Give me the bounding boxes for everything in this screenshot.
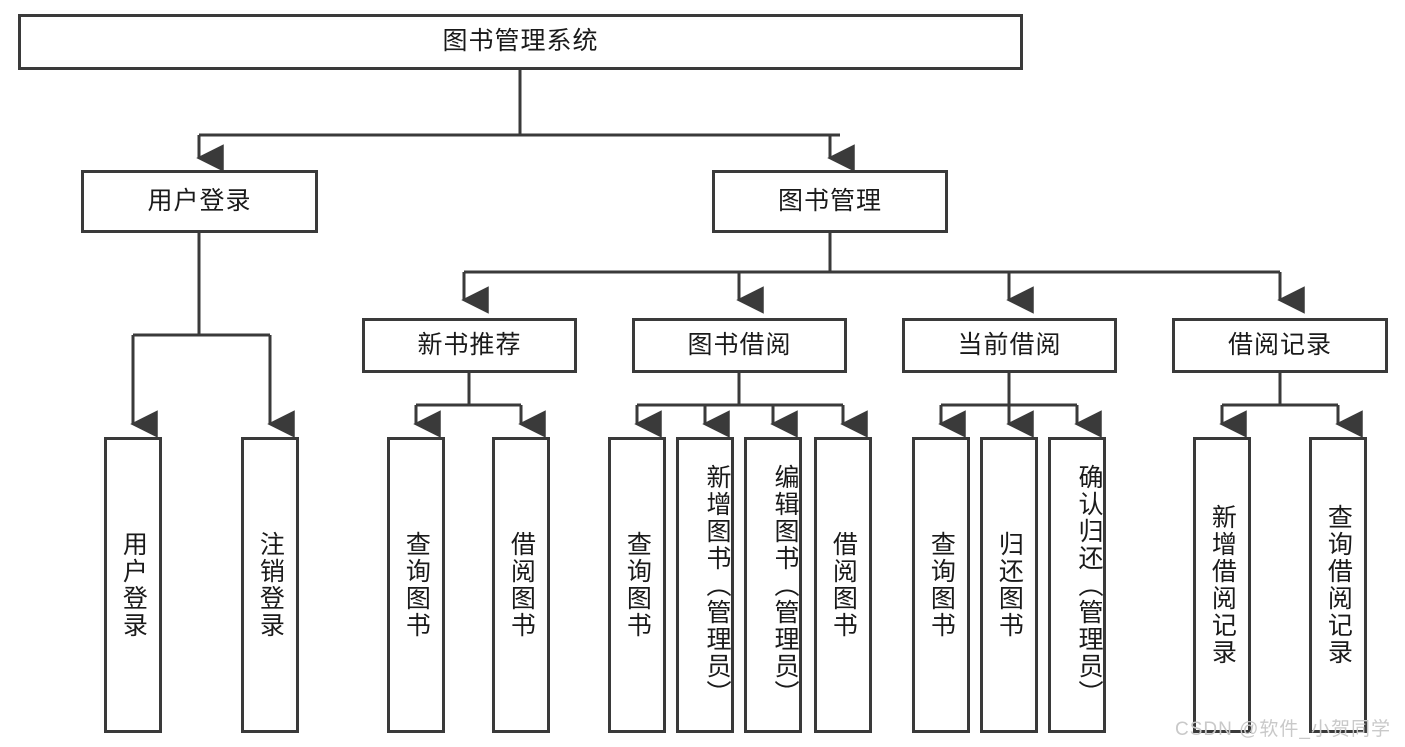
- leaf-borrow-book-recommend[interactable]: 借阅图书: [492, 437, 550, 733]
- node-label: 查询图书: [623, 531, 652, 639]
- leaf-user-login[interactable]: 用户登录: [104, 437, 162, 733]
- node-label: 用户登录: [147, 186, 252, 215]
- node-new-book-recommend[interactable]: 新书推荐: [362, 318, 577, 373]
- node-label: 当前借阅: [957, 330, 1062, 359]
- node-label: 查询图书: [927, 531, 956, 639]
- node-label: 查询借阅记录: [1324, 504, 1353, 666]
- node-label: 借阅记录: [1227, 330, 1332, 359]
- node-user-login[interactable]: 用户登录: [81, 170, 318, 233]
- leaf-borrow-book[interactable]: 借阅图书: [814, 437, 872, 733]
- leaf-query-book-current[interactable]: 查询图书: [912, 437, 970, 733]
- node-label: 新增借阅记录: [1208, 504, 1237, 666]
- node-label: 借阅图书: [507, 531, 536, 639]
- leaf-confirm-return[interactable]: 确认归还（管理员）: [1048, 437, 1106, 733]
- leaf-add-book[interactable]: 新增图书（管理员）: [676, 437, 734, 733]
- leaf-query-book-borrow[interactable]: 查询图书: [608, 437, 666, 733]
- node-book-borrow[interactable]: 图书借阅: [632, 318, 847, 373]
- node-label: 查询图书: [402, 531, 431, 639]
- node-label: 新书推荐: [417, 330, 522, 359]
- node-book-management-system[interactable]: 图书管理系统: [18, 14, 1023, 70]
- leaf-return-book[interactable]: 归还图书: [980, 437, 1038, 733]
- leaf-logout-login[interactable]: 注销登录: [241, 437, 299, 733]
- node-label: 注销登录: [256, 531, 285, 639]
- node-label: 借阅图书: [829, 531, 858, 639]
- leaf-query-borrow-record[interactable]: 查询借阅记录: [1309, 437, 1367, 733]
- leaf-query-book-recommend[interactable]: 查询图书: [387, 437, 445, 733]
- node-label: 新增图书（管理员）: [703, 463, 731, 707]
- leaf-edit-book[interactable]: 编辑图书（管理员）: [744, 437, 802, 733]
- node-label: 归还图书: [995, 531, 1024, 639]
- node-current-borrow[interactable]: 当前借阅: [902, 318, 1117, 373]
- node-label: 确认归还（管理员）: [1075, 463, 1103, 707]
- node-label: 图书借阅: [687, 330, 792, 359]
- node-label: 图书管理: [777, 186, 882, 215]
- node-book-management[interactable]: 图书管理: [712, 170, 948, 233]
- leaf-add-borrow-record[interactable]: 新增借阅记录: [1193, 437, 1251, 733]
- node-label: 用户登录: [119, 531, 148, 639]
- node-borrow-record[interactable]: 借阅记录: [1172, 318, 1388, 373]
- node-label: 编辑图书（管理员）: [771, 463, 799, 707]
- csdn-watermark: CSDN @软件_小贺同学: [1175, 719, 1391, 740]
- node-label: 图书管理系统: [442, 27, 599, 56]
